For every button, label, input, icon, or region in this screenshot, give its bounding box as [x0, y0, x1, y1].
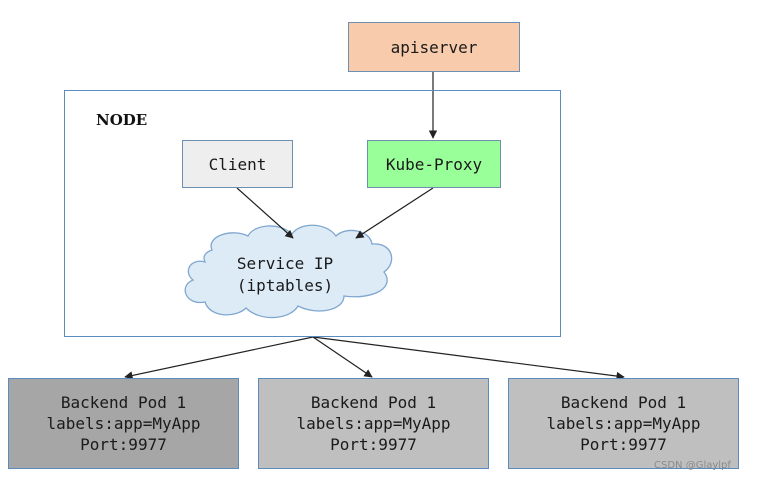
service-ip-label: Service IP (iptables): [200, 253, 370, 297]
backend-pod-3: Backend Pod 1 labels:app=MyApp Port:9977: [508, 378, 739, 469]
edge-node-pod-2: [312, 336, 373, 378]
pod-title: Backend Pod 1: [560, 393, 687, 412]
apiserver-label: apiserver: [390, 37, 478, 57]
edge-node-pod-3: [312, 336, 625, 381]
node-container: [64, 90, 561, 337]
client-box: Client: [182, 140, 293, 188]
service-ip-cloud: [184, 224, 393, 319]
kube-proxy-box: Kube-Proxy: [367, 140, 501, 188]
edge-node-pod-1: [124, 336, 314, 380]
pod-port: Port:9977: [580, 435, 667, 454]
pod-title: Backend Pod 1: [60, 393, 187, 412]
pod-labels: labels:app=MyApp: [46, 414, 201, 433]
edge-kube-proxy-service-ip: [355, 187, 434, 239]
client-label: Client: [208, 154, 267, 174]
backend-pod-1: Backend Pod 1 labels:app=MyApp Port:9977: [8, 378, 239, 469]
edge-client-service-ip: [236, 187, 294, 239]
backend-pod-2: Backend Pod 1 labels:app=MyApp Port:9977: [258, 378, 489, 469]
watermark: CSDN @Glaylpf: [654, 460, 731, 471]
kube-proxy-label: Kube-Proxy: [385, 154, 483, 174]
service-ip-line-1: Service IP: [236, 254, 334, 273]
pod-port: Port:9977: [80, 435, 167, 454]
pod-labels: labels:app=MyApp: [296, 414, 451, 433]
node-label: NODE: [96, 111, 148, 129]
service-ip-line-2: (iptables): [236, 276, 334, 295]
apiserver-box: apiserver: [348, 22, 520, 72]
pod-port: Port:9977: [330, 435, 417, 454]
pod-labels: labels:app=MyApp: [546, 414, 701, 433]
pod-title: Backend Pod 1: [310, 393, 437, 412]
